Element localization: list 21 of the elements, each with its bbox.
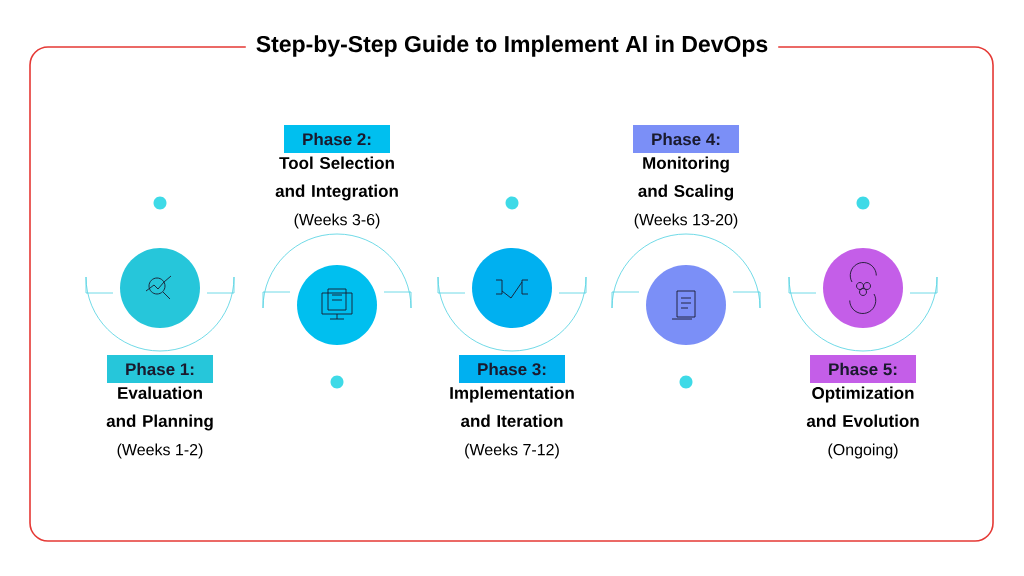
icon-circle xyxy=(472,248,552,328)
phase-tag: Phase 5: xyxy=(810,355,916,383)
phase-tag: Phase 1: xyxy=(107,355,213,383)
icon-circle xyxy=(120,248,200,328)
duration: (Weeks 3-6) xyxy=(294,213,380,229)
title: Step-by-Step Guide to Implement AI in DevOps xyxy=(245,31,779,61)
icon-circle xyxy=(823,248,903,328)
phase-title: Evaluation and Planning xyxy=(106,386,213,431)
phase-title: Implementation and Iteration xyxy=(450,386,574,428)
duration: (Weeks 1-2) xyxy=(117,443,203,459)
phase-tag: Phase 4: xyxy=(633,125,739,153)
phase-title: Tool Selection and Integration xyxy=(275,156,398,201)
phase-title: Optimization and Evolution xyxy=(806,386,919,428)
phase-tag: Phase 2: xyxy=(284,125,390,153)
phase-title: Monitoring and Scaling xyxy=(638,156,734,201)
icon-circle xyxy=(646,265,726,345)
duration: (Weeks 13-20) xyxy=(634,213,738,229)
phase-tag: Phase 3: xyxy=(459,355,565,383)
duration: (Ongoing) xyxy=(828,443,898,459)
duration: (Weeks 7-12) xyxy=(465,443,559,459)
icon-circle xyxy=(297,265,377,345)
